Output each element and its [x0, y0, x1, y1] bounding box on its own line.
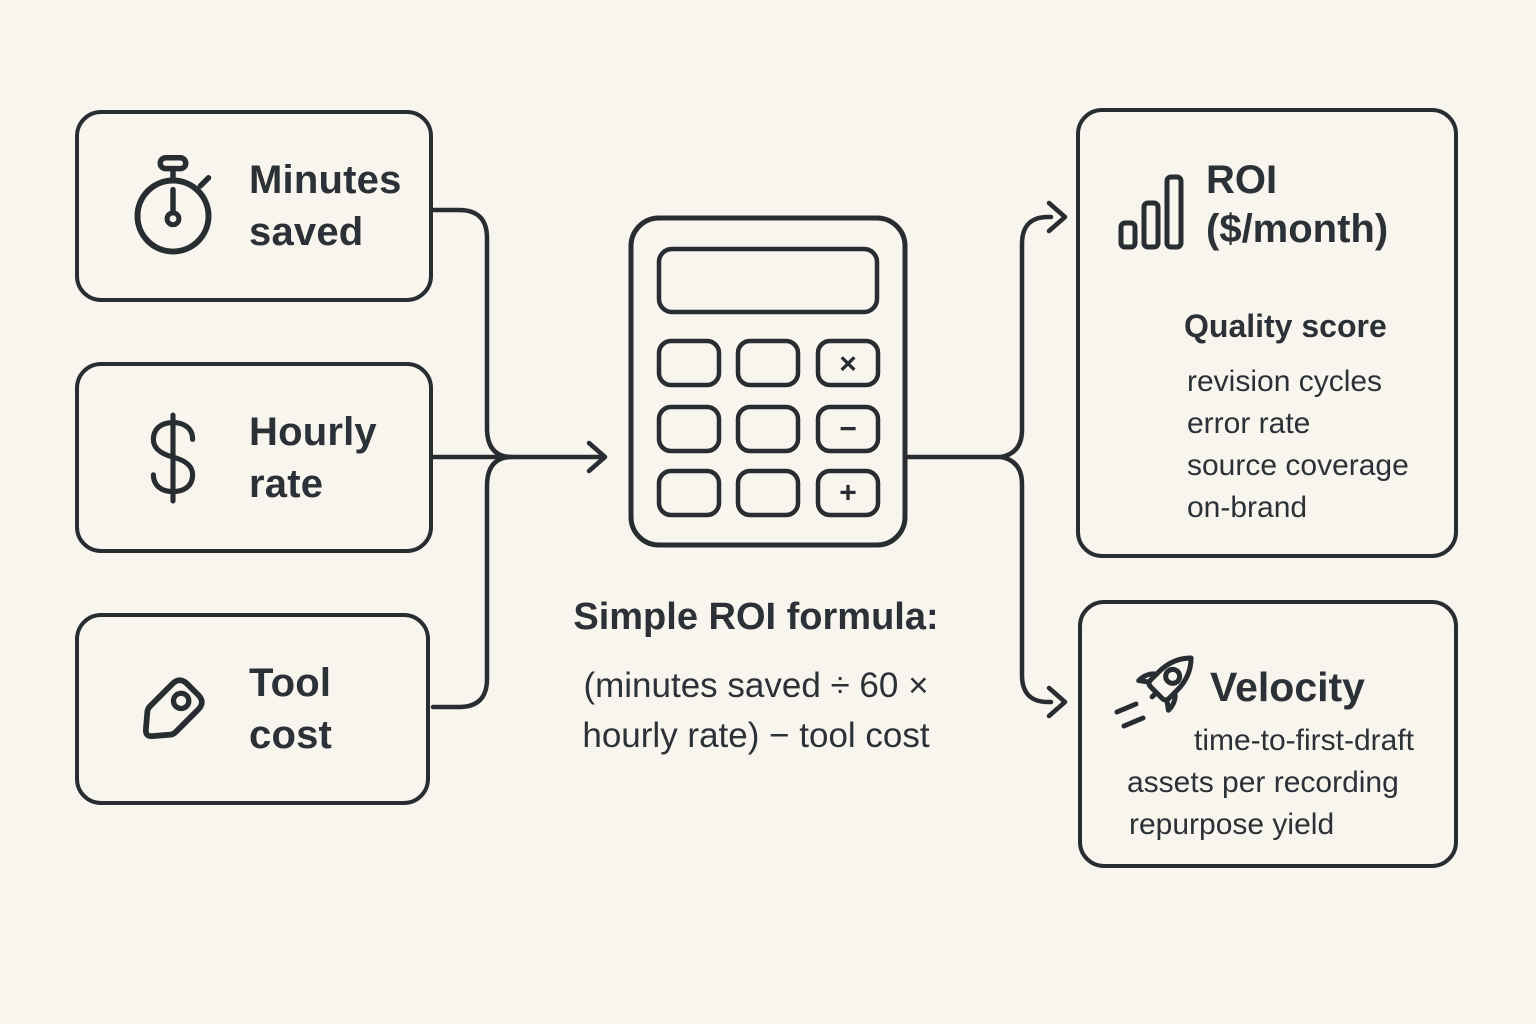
velocity-heading-row: Velocity — [1110, 638, 1454, 736]
output-box-velocity: Velocity time-to-first-draft assets per … — [1078, 600, 1458, 868]
formula-line: hourly rate) − tool cost — [582, 716, 930, 755]
price-tag-icon — [142, 677, 205, 740]
metric-item: assets per recording — [1127, 766, 1399, 799]
connector-fork-to-roi — [998, 214, 1054, 460]
input-label-minutes-saved: Minutes saved — [249, 154, 402, 258]
multiply-icon: × — [839, 348, 857, 381]
calculator-icon: × − + — [628, 215, 908, 548]
plus-button — [815, 468, 881, 518]
metric-item: time-to-first-draft — [1194, 724, 1415, 757]
dollar-sign-icon — [150, 412, 196, 503]
metric-item: error rate — [1187, 407, 1311, 440]
input-label-line: rate — [249, 461, 324, 506]
metric-item: revision cycles — [1187, 365, 1383, 398]
calculator-button — [735, 404, 801, 454]
input-box-minutes-saved: Minutes saved — [75, 110, 433, 302]
calculator-button — [656, 338, 722, 388]
roi-title-line: ROI — [1206, 158, 1278, 202]
roi-title: ROI ($/month) — [1206, 156, 1388, 254]
connector-fork-to-velocity — [998, 454, 1054, 705]
velocity-metrics-list: time-to-first-draft assets per recording… — [1082, 720, 1454, 846]
minus-button — [815, 404, 881, 454]
input-label-line: saved — [249, 210, 364, 254]
calculator-button — [656, 468, 722, 518]
input-label-line: Hourly — [249, 409, 377, 454]
output-box-roi: ROI ($/month) Quality score revision cyc… — [1076, 108, 1458, 558]
metric-item: on-brand — [1187, 491, 1308, 524]
input-label-hourly-rate: Hourly rate — [249, 406, 377, 510]
quality-metrics-list: revision cycles error rate source covera… — [1187, 361, 1454, 529]
calculator-button — [656, 404, 722, 454]
formula-block: Simple ROI formula: (minutes saved ÷ 60 … — [500, 596, 1012, 761]
arrow-right-icon — [1046, 200, 1068, 234]
arrow-right-icon — [1046, 685, 1068, 719]
input-label-line: Minutes — [249, 158, 402, 202]
input-label-line: cost — [249, 713, 333, 757]
calculator-button — [735, 338, 801, 388]
plus-icon: + — [839, 477, 857, 510]
bar-chart-icon — [1118, 174, 1184, 250]
multiply-button — [815, 338, 881, 388]
formula-line: (minutes saved ÷ 60 × — [583, 666, 929, 705]
metric-item: source coverage — [1187, 449, 1409, 482]
formula-heading: Simple ROI formula: — [573, 596, 939, 638]
calculator-display — [656, 246, 880, 315]
arrow-right-icon — [586, 440, 608, 474]
calculator-button — [735, 468, 801, 518]
metric-item: repurpose yield — [1129, 808, 1335, 841]
stopwatch-icon — [134, 155, 212, 255]
quality-score-subheading: Quality score — [1184, 308, 1387, 344]
roi-title-line: ($/month) — [1206, 207, 1389, 251]
input-label-line: Tool — [249, 661, 332, 705]
input-box-tool-cost: Tool cost — [75, 613, 430, 805]
minus-icon: − — [839, 413, 857, 446]
velocity-title: Velocity — [1210, 663, 1365, 710]
connector-minutes-to-merge — [430, 207, 512, 460]
connector-toolcost-to-merge — [430, 454, 512, 710]
rocket-icon — [1114, 655, 1194, 729]
input-box-hourly-rate: Hourly rate — [75, 362, 433, 553]
roi-heading-row: ROI ($/month) — [1118, 156, 1454, 254]
input-label-tool-cost: Tool cost — [249, 657, 332, 761]
